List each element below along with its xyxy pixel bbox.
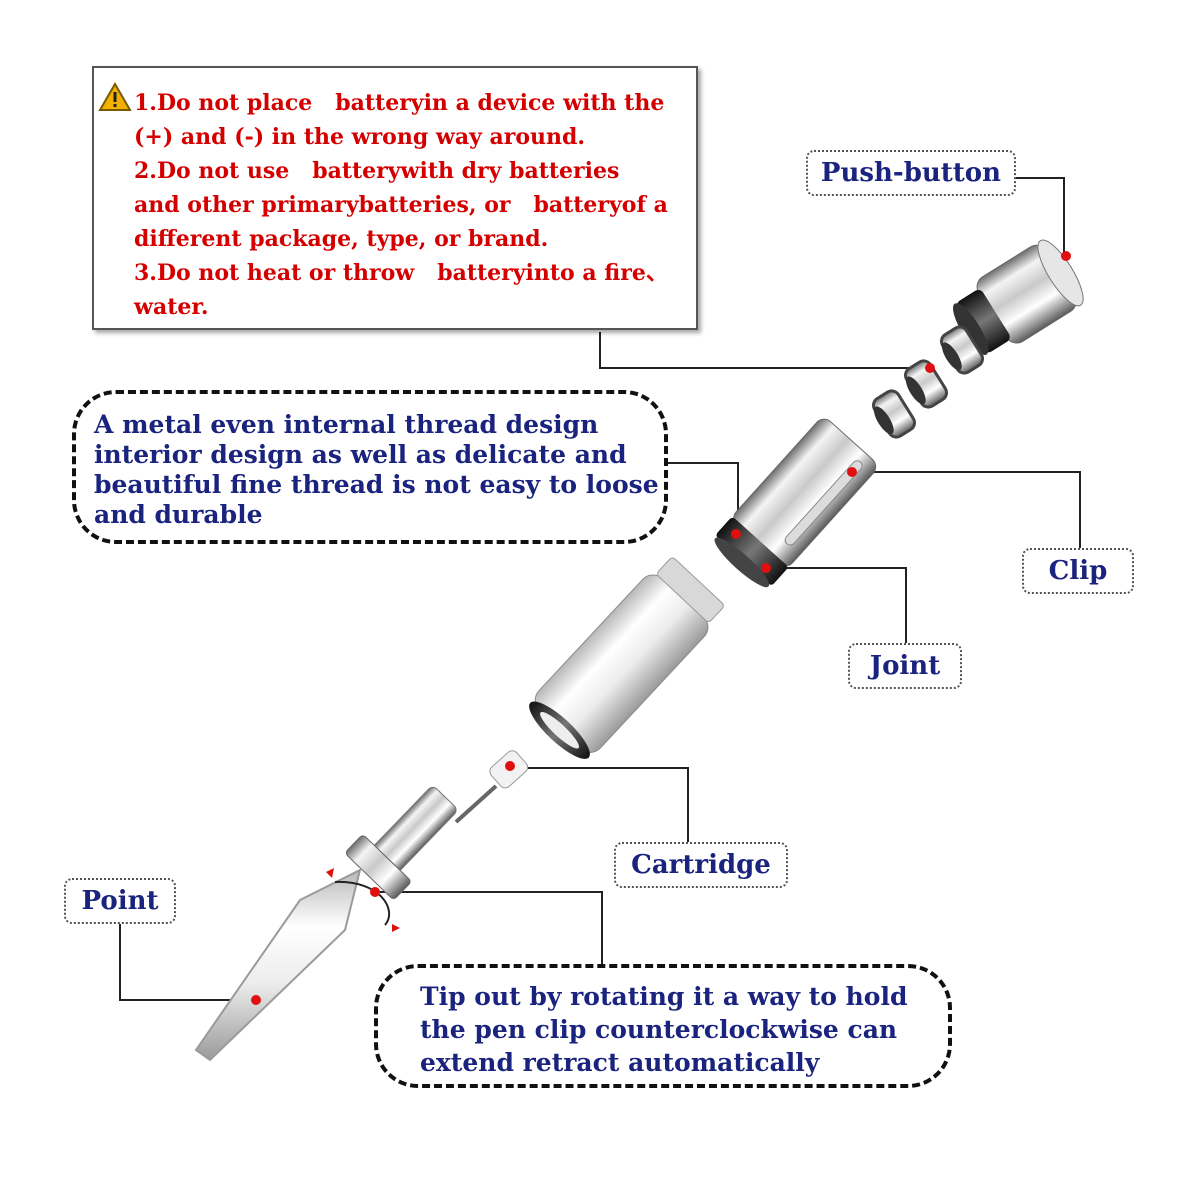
push-button-label: Push-button [806,150,1016,196]
cartridge-label: Cartridge [614,842,788,888]
battery-cells [871,325,985,439]
joint-label: Joint [848,643,962,689]
warning-line: 2.Do not use batterywith dry batteries [134,158,620,184]
warning-line: 3.Do not heat or throw batteryinto a fir… [134,260,668,286]
point-label: Point [64,878,176,924]
cartridge-part [454,750,529,824]
metal-barrel-part [714,418,877,588]
push-button-part [953,239,1084,355]
warning-triangle-icon [98,82,132,111]
clip-leader-line [852,471,1081,548]
push-button-marker [1061,251,1071,261]
tip-leader-line [375,891,603,964]
clear-sleeve-part [529,557,724,759]
thread-callout-line: beautiful fine thread is not easy to loo… [94,470,659,499]
tip-callout: Tip out by rotating it a way to hold the… [374,964,952,1088]
warning-box: 1.Do not place batteryin a device with t… [92,66,698,330]
clip-marker [847,467,857,477]
tip-callout-line: extend retract automatically [420,1048,820,1077]
warning-leader-line [599,332,930,369]
push-button-leader-line [1015,177,1065,256]
cartridge-marker [505,761,515,771]
tip-part [194,786,457,1062]
thread-callout-line: and durable [94,500,263,529]
warning-line: water. [134,294,209,320]
clip-label: Clip [1022,548,1134,594]
battery-marker [925,363,935,373]
warning-line: (+) and (-) in the wrong way around. [134,124,586,150]
leader-lines [119,177,1081,1001]
warning-line: and other primarybatteries, or batteryof… [134,192,668,218]
thread-callout-line: interior design as well as delicate and [94,440,627,469]
marker-dots [251,251,1071,1005]
tip-marker [370,887,380,897]
cartridge-leader-line [510,767,689,842]
point-marker [251,995,261,1005]
tip-callout-line: the pen clip counterclockwise can [420,1015,898,1044]
joint-marker [761,563,771,573]
point-leader-line [119,922,254,1001]
thread-callout: A metal even internal thread design inte… [72,390,668,544]
thread-marker [731,529,741,539]
warning-line: different package, type, or brand. [134,226,549,252]
tip-callout-line: Tip out by rotating it a way to hold [420,982,908,1011]
warning-line: 1.Do not place batteryin a device with t… [134,90,665,116]
warning-text: 1.Do not place batteryin a device with t… [134,86,694,324]
thread-callout-line: A metal even internal thread design [94,410,599,439]
joint-leader-line [766,567,907,644]
